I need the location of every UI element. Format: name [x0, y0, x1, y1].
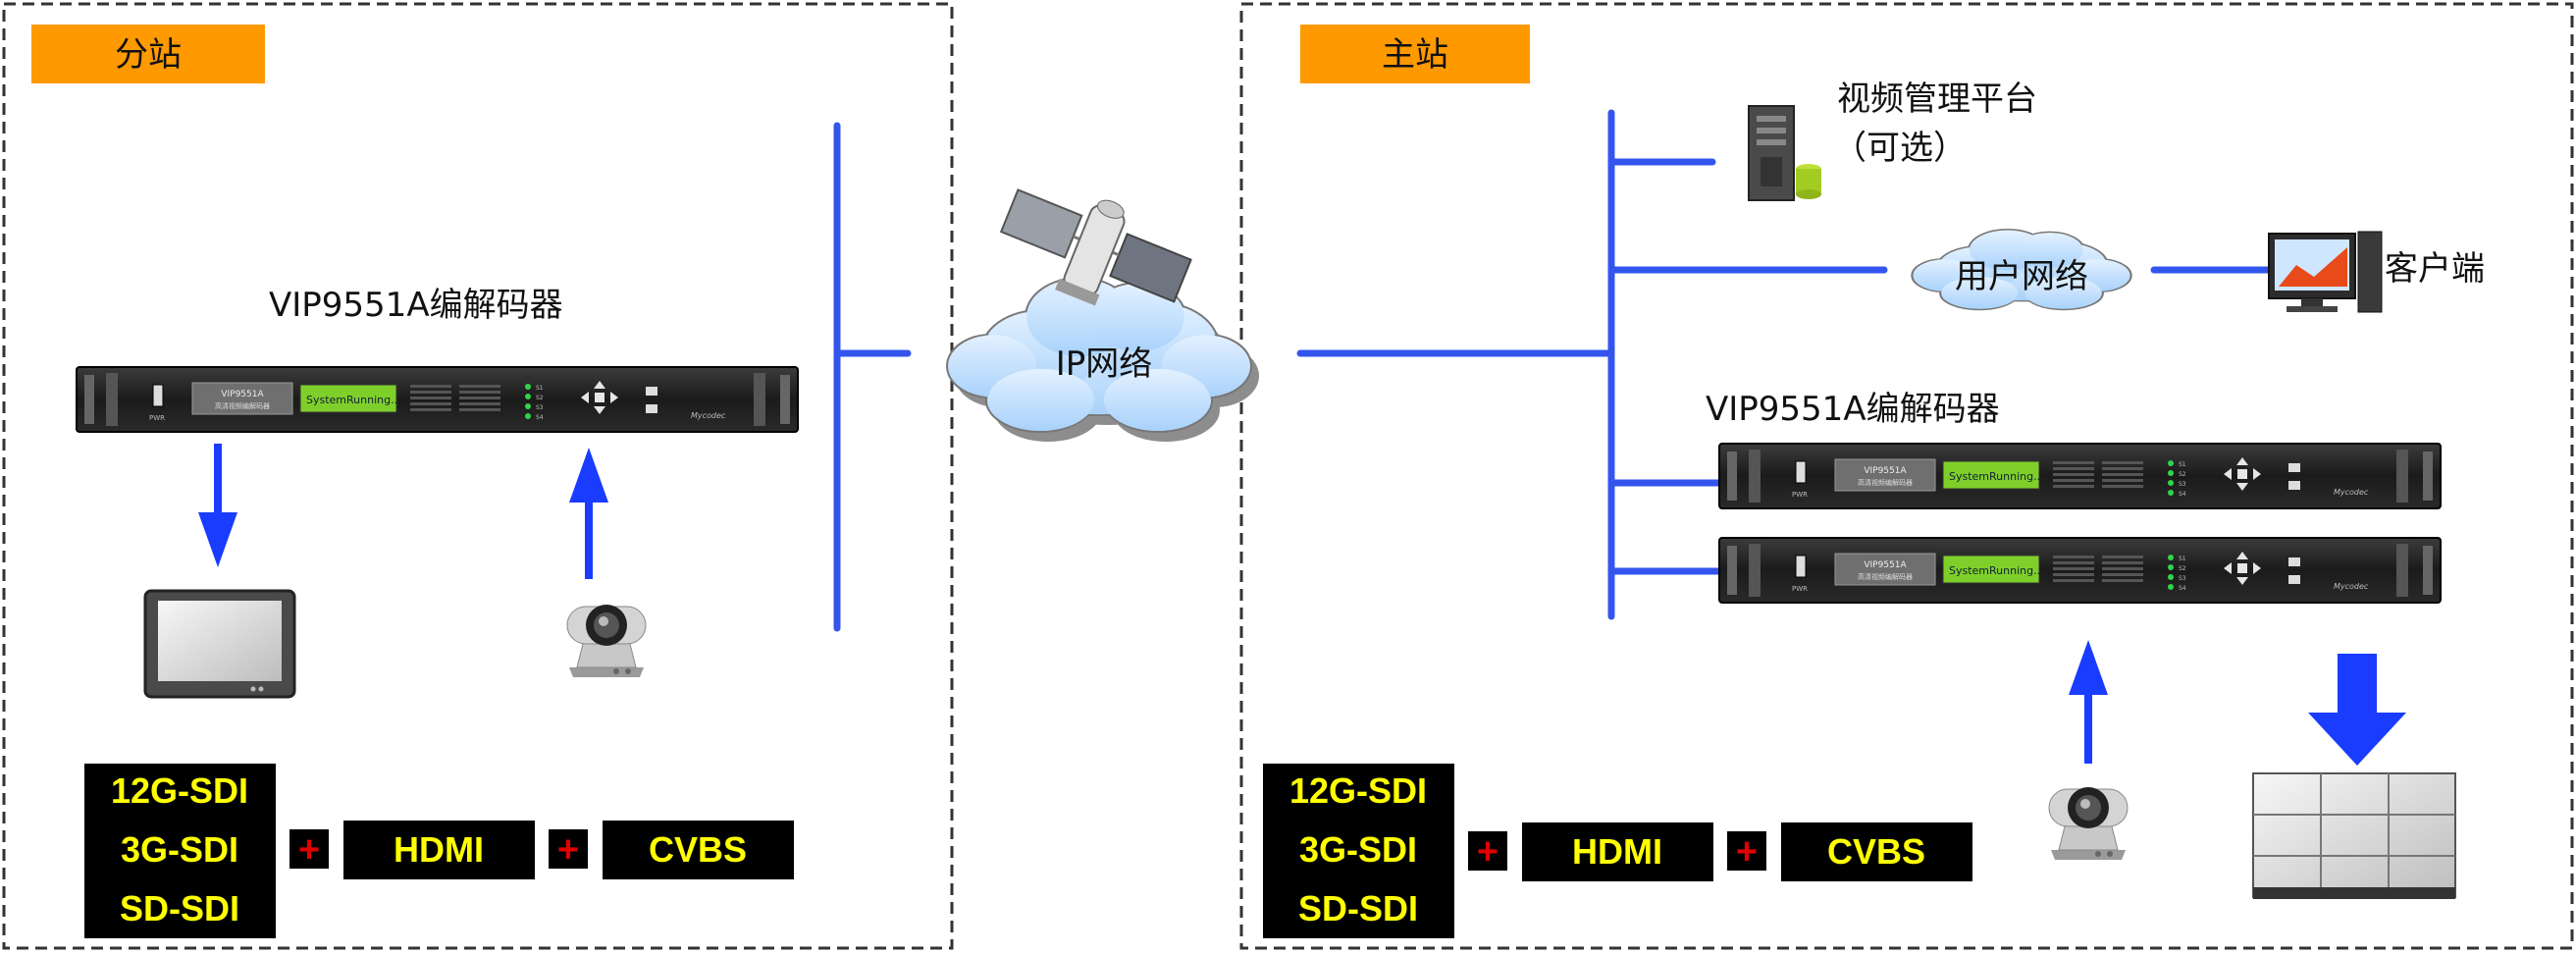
- branch-input-arrow: [569, 448, 608, 579]
- video-wall-icon: [2252, 772, 2456, 899]
- hdmi-label: HDMI: [1572, 831, 1662, 872]
- branch-codec-device: [76, 366, 799, 433]
- branch-camera-icon: [566, 604, 647, 678]
- branch-station-tag: [31, 25, 265, 83]
- main-station-label: 主站: [1382, 35, 1448, 75]
- cvbs-label: CVBS: [649, 829, 747, 870]
- plus-sign: +: [1736, 831, 1758, 873]
- plus-sign: +: [1477, 831, 1498, 873]
- main-codec-label: VIP9551A编解码器: [1706, 390, 2000, 429]
- branch-output-arrow: [198, 444, 237, 567]
- video-wall-arrow: [2308, 654, 2406, 766]
- server-icon: [1748, 105, 1821, 201]
- satellite-icon: [999, 188, 1192, 306]
- main-camera-icon: [2048, 786, 2129, 861]
- branch-station-label: 分站: [115, 35, 182, 75]
- main-codec-device-1: [1718, 443, 2442, 509]
- branch-codec-label: VIP9551A编解码器: [269, 286, 563, 325]
- sdi-label-sd: SD-SDI: [120, 888, 239, 928]
- user-network-label: 用户网络: [1955, 257, 2088, 296]
- network-lines: [833, 109, 2276, 632]
- plus-sign: +: [557, 829, 579, 871]
- main-input-arrow: [2069, 640, 2108, 764]
- sdi-label-3g: 3G-SDI: [121, 829, 238, 870]
- main-codec-device-2: [1718, 537, 2442, 604]
- client-pc-icon: [2268, 231, 2383, 313]
- platform-label: 视频管理平台: [1837, 80, 2037, 119]
- sdi-label-3g: 3G-SDI: [1299, 829, 1417, 870]
- branch-station-frame: [2, 2, 954, 950]
- branch-interfaces: 12G-SDI 3G-SDI SD-SDI + HDMI + CVBS: [84, 764, 794, 938]
- client-label: 客户端: [2385, 249, 2485, 289]
- sdi-label-12g: 12G-SDI: [1289, 770, 1427, 811]
- main-interfaces: 12G-SDI 3G-SDI SD-SDI + HDMI + CVBS: [1263, 764, 1972, 938]
- ip-network-label: IP网络: [1056, 344, 1153, 384]
- sdi-label-sd: SD-SDI: [1298, 888, 1418, 928]
- plus-sign: +: [298, 829, 320, 871]
- sdi-label-12g: 12G-SDI: [111, 770, 248, 811]
- platform-optional-label: （可选）: [1833, 129, 1967, 168]
- monitor-icon: [143, 589, 296, 699]
- cvbs-label: CVBS: [1827, 831, 1925, 872]
- main-station-tag: [1300, 25, 1530, 83]
- hdmi-label: HDMI: [394, 829, 484, 870]
